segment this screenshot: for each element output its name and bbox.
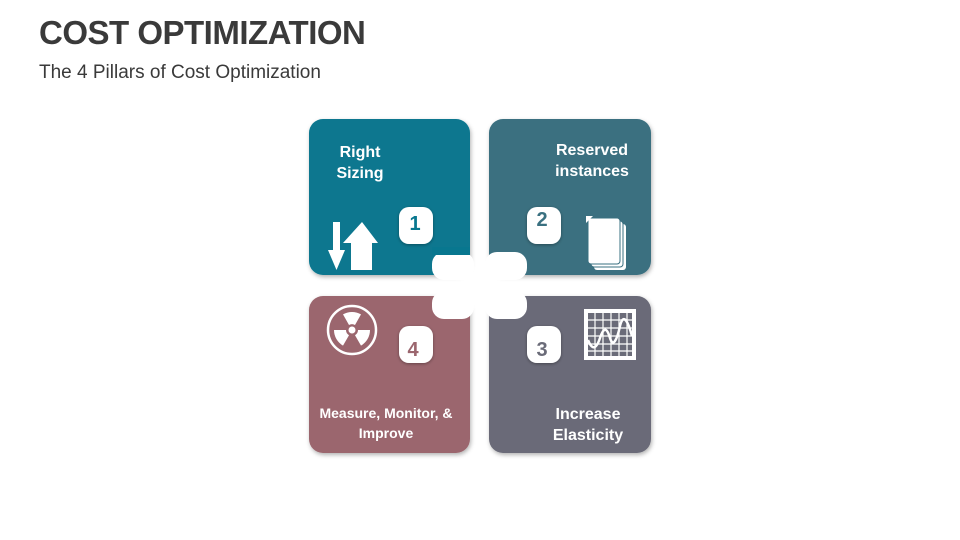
pillar-tile-1 — [309, 119, 474, 280]
pillar-label-4: Measure, Monitor, & Improve — [319, 405, 453, 441]
slide-title: COST OPTIMIZATION — [39, 14, 366, 51]
pillar-number-2: 2 — [536, 209, 548, 231]
up-down-arrows-icon — [328, 222, 378, 270]
documents-stack-icon — [586, 216, 626, 270]
pillar-label-2: Reserved instances — [555, 142, 629, 180]
slide-subtitle: The 4 Pillars of Cost Optimization — [39, 62, 321, 83]
pillar-tile-4 — [309, 291, 474, 453]
radiation-icon — [326, 304, 378, 356]
waveform-chart-icon — [584, 309, 636, 360]
pillar-label-3: Increase Elasticity — [552, 406, 624, 444]
pillar-number-4: 4 — [407, 339, 419, 361]
pillar-number-3: 3 — [536, 339, 548, 361]
pillar-label-1: Right Sizing — [336, 144, 384, 182]
pillar-number-1: 1 — [409, 213, 421, 235]
